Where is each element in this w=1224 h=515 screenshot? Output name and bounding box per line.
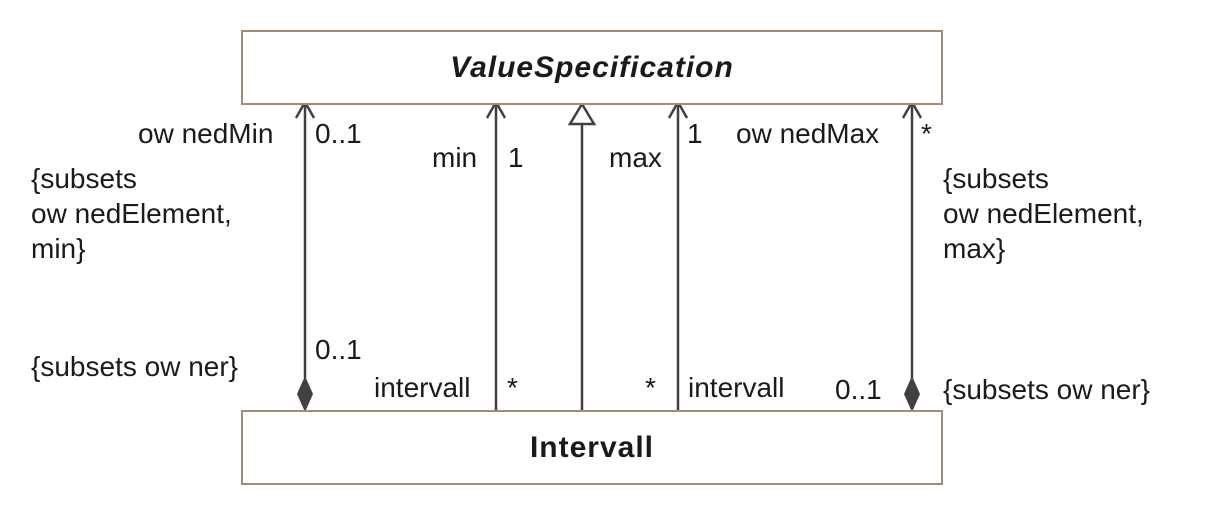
min-top-multiplicity: 1: [508, 142, 524, 173]
owned-max-owner-constraint: {subsets ow ner}: [943, 374, 1151, 405]
min-bottom-multiplicity: *: [507, 372, 518, 403]
owned-min-bottom-multiplicity: 0..1: [315, 334, 362, 365]
owned-min-role-label: ow nedMin: [138, 118, 274, 149]
max-opposite-role-label: intervall: [688, 372, 785, 403]
max-top-multiplicity: 1: [687, 118, 703, 149]
owned-max-composition-diamond: [904, 376, 920, 412]
constraint-line: min}: [31, 233, 86, 264]
min-opposite-role-label: intervall: [374, 372, 471, 403]
value-specification-class[interactable]: ValueSpecification: [241, 30, 943, 105]
constraint-line: ow nedElement,: [943, 198, 1144, 229]
intervall-name: Intervall: [529, 430, 655, 464]
min-role-label: min: [432, 142, 478, 173]
constraint-line: {subsets: [943, 163, 1049, 194]
constraint-line: {subsets: [31, 163, 137, 194]
owned-min-top-multiplicity: 0..1: [315, 118, 362, 149]
value-specification-name: ValueSpecification: [450, 50, 734, 84]
generalization-triangle: [567, 101, 597, 126]
owned-min-owner-constraint: {subsets ow ner}: [31, 351, 239, 382]
owned-max-bottom-multiplicity: 0..1: [835, 374, 882, 405]
intervall-class[interactable]: Intervall: [241, 410, 943, 485]
max-bottom-multiplicity: *: [645, 372, 656, 403]
owned-min-subsets-constraint: {subsets ow nedElement, min}: [31, 161, 232, 266]
constraint-line: max}: [943, 233, 1006, 264]
owned-max-role-label: ow nedMax: [736, 118, 880, 149]
owned-max-top-multiplicity: *: [921, 118, 932, 149]
owned-min-composition-diamond: [297, 376, 313, 412]
constraint-line: ow nedElement,: [31, 198, 232, 229]
max-role-label: max: [609, 142, 662, 173]
owned-max-subsets-constraint: {subsets ow nedElement, max}: [943, 161, 1144, 266]
